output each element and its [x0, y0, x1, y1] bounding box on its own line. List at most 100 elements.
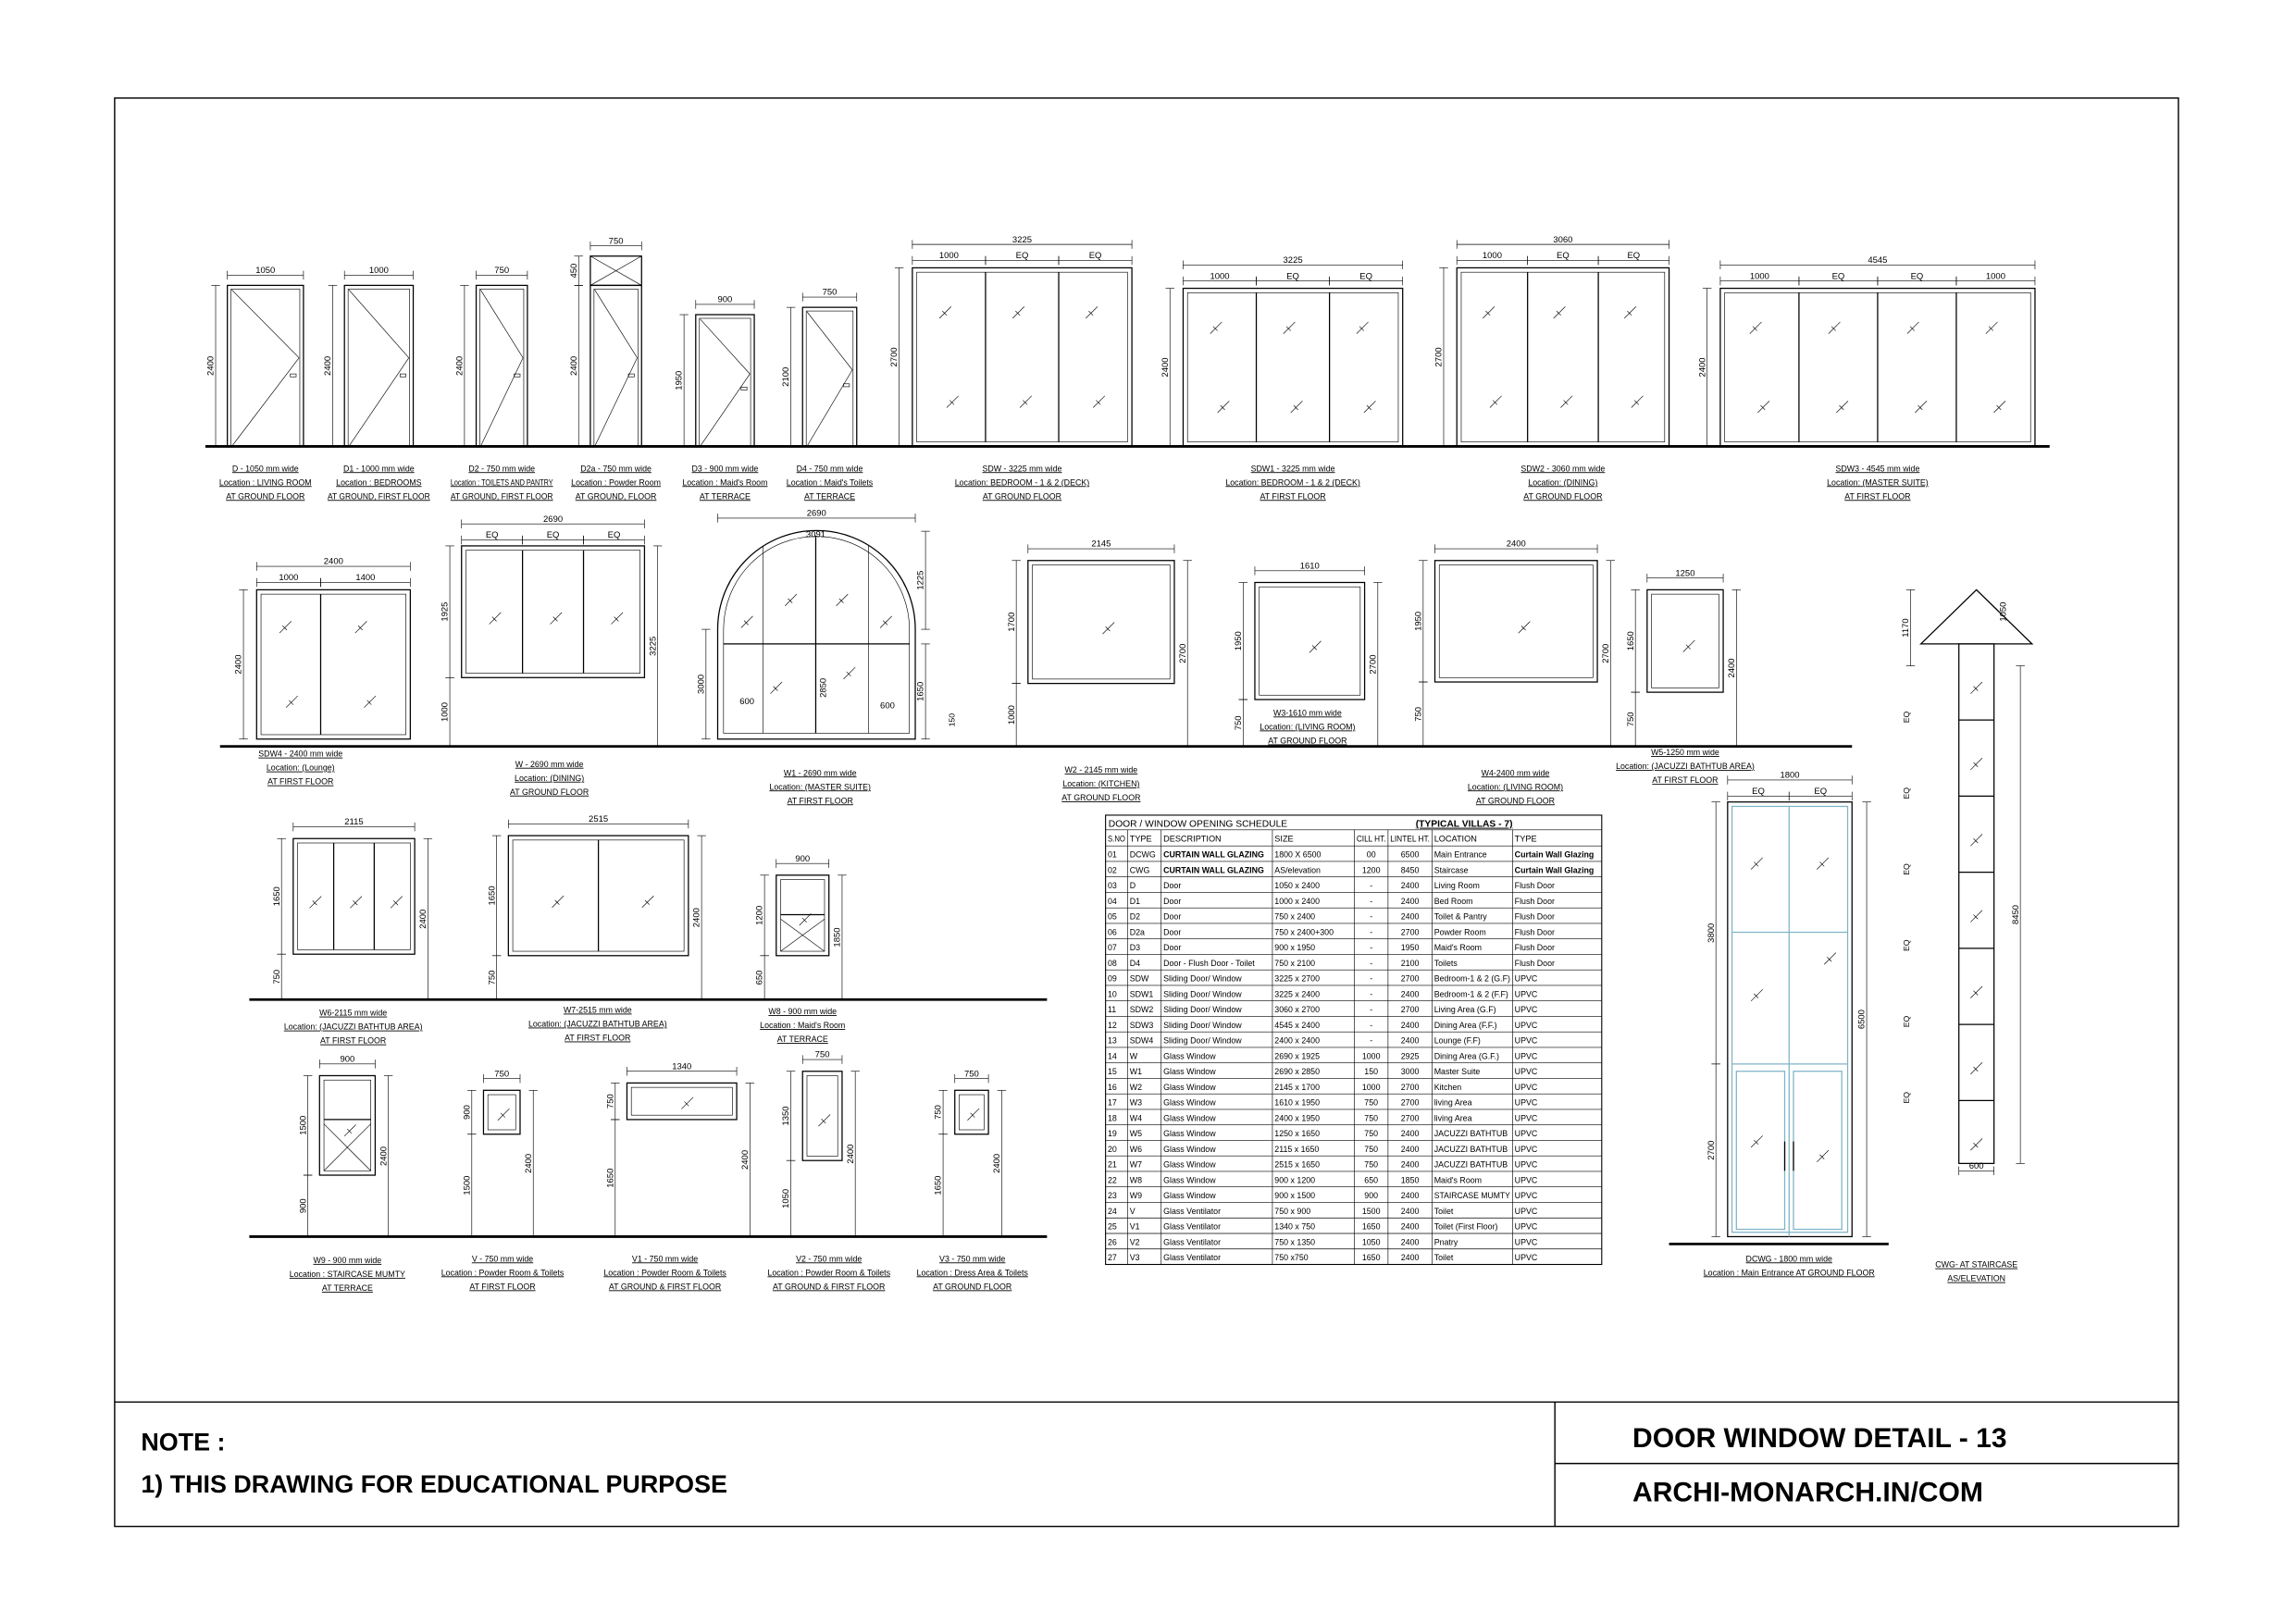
height-dimension: 3000	[696, 675, 706, 694]
table-cell: UPVC	[1515, 1253, 1538, 1262]
glazing-mark	[1485, 310, 1491, 316]
height-dimension: 2400	[323, 356, 333, 376]
table-cell: Toilets	[1434, 959, 1458, 968]
door-handle-icon	[290, 373, 297, 378]
glazing-mark	[1973, 990, 1979, 996]
table-cell: 22	[1108, 1175, 1117, 1184]
door-frame	[801, 306, 858, 448]
transom-cross	[590, 255, 642, 286]
glazing-mark	[1750, 988, 1763, 1002]
glazing-mark	[1973, 686, 1979, 691]
door-swing	[480, 289, 524, 358]
table-cell: 750	[1364, 1145, 1378, 1154]
table-cell: 2400	[1401, 1237, 1420, 1246]
height-dimension: 1650	[272, 886, 282, 906]
element-label-w8: AT TERRACE	[777, 1035, 828, 1044]
door-swing	[594, 357, 638, 447]
element-label-w3: AT GROUND FLOOR	[1268, 736, 1347, 745]
glazing-mark	[770, 681, 783, 694]
arched-inner-frame	[723, 536, 911, 734]
frame	[626, 1082, 738, 1121]
table-cell: 650	[1364, 1175, 1378, 1184]
inner-frame	[1032, 564, 1171, 680]
element-label-v: V - 750 mm wide	[472, 1254, 533, 1263]
element-label-d1: AT GROUND, FIRST FLOOR	[328, 491, 430, 501]
width-dimension: 2400	[324, 557, 343, 567]
table-cell: 750	[1364, 1160, 1378, 1170]
total-height-dimension: 3225	[648, 637, 658, 656]
glazing-mark	[1483, 306, 1496, 319]
height-dimension: 1650	[1626, 631, 1636, 650]
element-label-w2: Location: (KITCHEN)	[1062, 779, 1139, 788]
table-cell: 06	[1108, 927, 1117, 936]
table-cell: 1500	[1362, 1207, 1381, 1216]
table-cell: UPVC	[1515, 1222, 1538, 1232]
frame	[482, 1089, 521, 1135]
door-elevation-d3	[695, 314, 755, 448]
inner-frame	[916, 271, 1128, 442]
glazing-mark	[1092, 395, 1106, 408]
width-dimension: 750	[815, 1050, 830, 1060]
width-dimension: 1250	[1675, 568, 1694, 578]
table-cell: W6	[1130, 1145, 1142, 1154]
door-shutter	[479, 289, 525, 447]
frame	[776, 874, 830, 957]
panel-dimension: EQ	[547, 530, 560, 540]
table-cell: living Area	[1434, 1098, 1472, 1108]
inner-frame	[297, 842, 411, 950]
mid-height-dimension: 2850	[819, 678, 829, 698]
entrance-door-leaf	[1735, 1071, 1786, 1231]
table-cell: UPVC	[1515, 1005, 1538, 1014]
glazing-mark	[353, 900, 358, 906]
table-title: DOOR / WINDOW OPENING SCHEDULE	[1109, 820, 1288, 830]
element-label-w7: AT FIRST FLOOR	[565, 1034, 630, 1043]
glazing-mark	[1023, 400, 1028, 405]
total-height-dimension: 2400	[379, 1146, 389, 1166]
table-cell: 750	[1364, 1129, 1378, 1138]
eq-dimension: EQ	[1902, 787, 1911, 799]
frame	[1719, 287, 2036, 448]
glazing-mark	[949, 400, 955, 405]
sheet-border	[114, 97, 2179, 1528]
panel-dimension: 1000	[279, 573, 298, 583]
table-cell: 00	[1367, 850, 1376, 860]
glazing-mark	[1210, 321, 1222, 334]
element-label-w3: Location: (LIVING ROOM)	[1260, 722, 1355, 731]
glazing-mark	[282, 625, 288, 631]
table-cell: Curtain Wall Glazing	[1515, 850, 1595, 860]
table-cell: UPVC	[1515, 1160, 1538, 1170]
glazing-mark	[1682, 639, 1695, 652]
table-cell: SDW1	[1130, 989, 1154, 998]
glazing-mark	[1309, 640, 1322, 653]
glazing-mark	[1105, 626, 1111, 632]
table-cell: Glass Ventilator	[1163, 1222, 1221, 1232]
table-cell: Glass Ventilator	[1163, 1207, 1221, 1216]
width-dimension: 2515	[589, 814, 608, 824]
table-cell: 900 x 1500	[1274, 1191, 1315, 1200]
element-label-sdw: AT GROUND FLOOR	[983, 491, 1061, 501]
glazing-mark	[1556, 310, 1561, 316]
height-dimension: 1950	[1234, 631, 1244, 650]
door-frame	[343, 284, 415, 448]
glazing-mark	[285, 695, 298, 708]
glazing-mark	[684, 1101, 689, 1107]
table-cell: 18	[1108, 1113, 1117, 1122]
element-label-d2a: AT GROUND, FLOOR	[576, 491, 657, 501]
table-cell: -	[1370, 881, 1372, 890]
table-cell: 2515 x 1650	[1274, 1160, 1320, 1170]
table-cell: 750	[1364, 1113, 1378, 1122]
width-dimension: 1340	[672, 1061, 691, 1072]
table-cell: 2400	[1401, 1253, 1420, 1262]
element-label-w1: AT FIRST FLOOR	[788, 796, 853, 805]
table-cell: 20	[1108, 1145, 1117, 1154]
glazing-mark	[1996, 404, 2002, 411]
table-cell: Door	[1163, 927, 1181, 936]
glazing-mark	[1212, 326, 1218, 331]
glazing-mark	[312, 900, 317, 906]
table-cell: 15	[1108, 1067, 1117, 1076]
element-label-sdw2: Location: (DINING)	[1528, 477, 1597, 487]
glazing-mark	[1828, 321, 1841, 334]
